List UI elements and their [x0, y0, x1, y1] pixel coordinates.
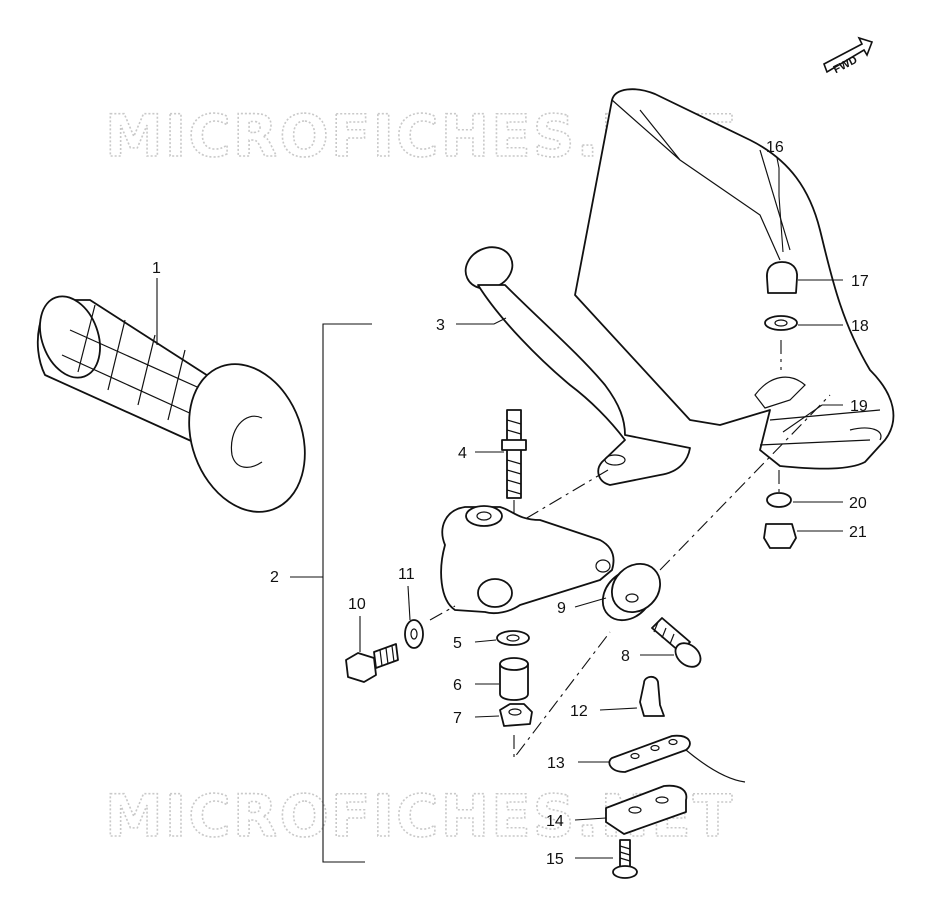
- callout-6: 6: [453, 677, 462, 694]
- callout-21: 21: [849, 524, 867, 541]
- bolt-8-part: [651, 617, 702, 668]
- lock-washer-part: [766, 492, 792, 508]
- callout-10: 10: [348, 596, 366, 613]
- grip-part: [36, 295, 306, 513]
- callout-11: 11: [398, 566, 415, 583]
- callout-20: 20: [849, 495, 867, 512]
- callout-4: 4: [458, 445, 467, 462]
- callout-labels: 1 2 3 4 5 6 7 8 9 10 11 12 13 14 15 16 1…: [152, 139, 869, 868]
- callout-7: 7: [453, 710, 462, 727]
- stud-bolt-part: [501, 409, 527, 499]
- callout-12: 12: [570, 703, 588, 720]
- fwd-arrow-icon: FWD: [823, 36, 874, 76]
- hand-guard-part: [574, 88, 895, 470]
- washer-18-part: [764, 315, 798, 331]
- collar-part: [499, 663, 529, 701]
- callout-13: 13: [547, 755, 565, 772]
- nut-21-part: [763, 523, 797, 549]
- lever-holder-part: [440, 505, 615, 615]
- callout-16: 16: [766, 139, 784, 156]
- callout-9: 9: [557, 600, 566, 617]
- leader-lines: [156, 157, 843, 859]
- callout-3: 3: [436, 317, 445, 334]
- lever-part: [464, 246, 691, 486]
- callout-14: 14: [546, 813, 564, 830]
- callout-1: 1: [152, 260, 161, 277]
- callout-8: 8: [621, 648, 630, 665]
- callout-5: 5: [453, 635, 462, 652]
- screw-15-part: [612, 839, 638, 879]
- cap-nut-part: [766, 261, 798, 294]
- callout-15: 15: [546, 851, 564, 868]
- bolt-10-part: [345, 643, 399, 683]
- callout-2: 2: [270, 569, 279, 586]
- adjuster-part: [601, 563, 661, 622]
- washer-5-part: [496, 630, 530, 646]
- assembly-bracket: [322, 323, 372, 863]
- callout-18: 18: [851, 318, 869, 335]
- plate-13-part: [608, 734, 746, 783]
- callout-17: 17: [851, 273, 869, 290]
- washer-11-part: [404, 619, 424, 649]
- callout-19: 19: [850, 398, 868, 415]
- block-14-part: [605, 784, 688, 835]
- plug-part: [639, 675, 665, 717]
